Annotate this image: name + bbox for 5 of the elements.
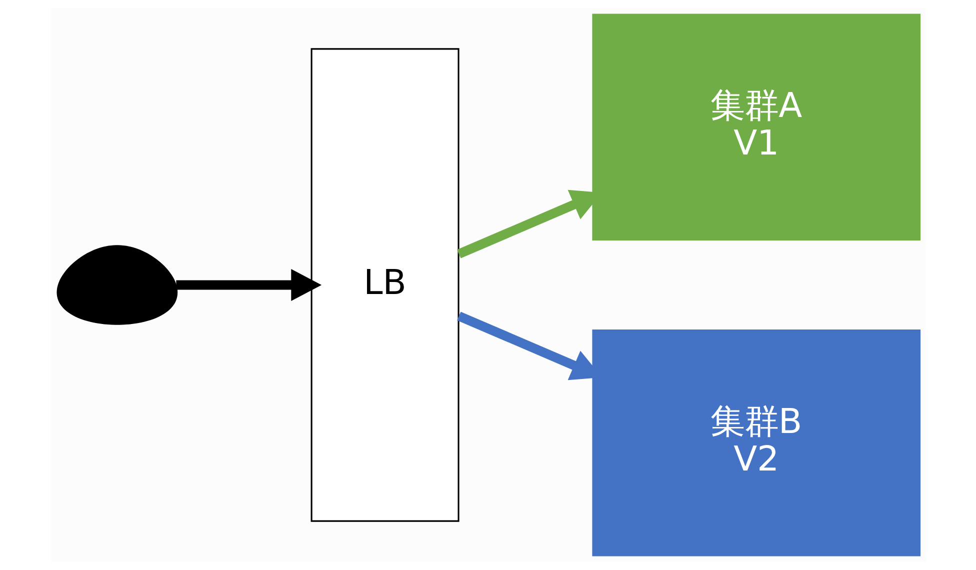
node-box: LB: [310, 48, 459, 522]
node-box: 集群B V2: [592, 330, 920, 556]
arrow: [176, 269, 322, 301]
node-person: [56, 245, 178, 325]
node-box: 集群A V1: [592, 14, 920, 240]
